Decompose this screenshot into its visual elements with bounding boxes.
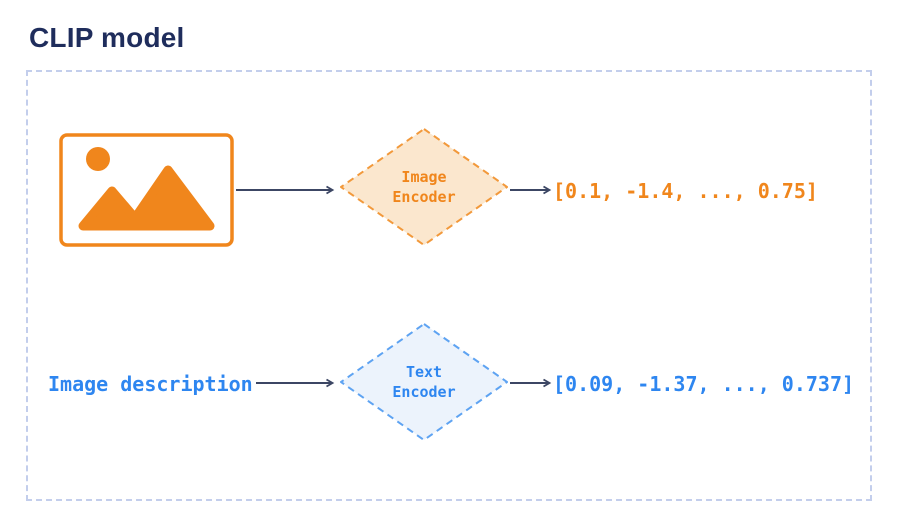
text-encoder-diamond-shape <box>340 323 508 441</box>
page-title: CLIP model <box>29 22 185 53</box>
image-encoder-diamond-shape <box>340 128 508 246</box>
image-encoder-label: Image Encoder <box>392 167 456 206</box>
diagram-frame <box>26 70 872 501</box>
image-description-input-label: Image description <box>48 372 253 396</box>
image-encoder-node: Image Encoder <box>339 127 509 247</box>
image-icon <box>59 133 234 247</box>
image-embedding-vector: [0.1, -1.4, ..., 0.75] <box>553 179 818 203</box>
text-encoder-label: Text Encoder <box>392 362 456 401</box>
text-embedding-vector: [0.09, -1.37, ..., 0.737] <box>553 372 855 396</box>
text-encoder-node: Text Encoder <box>339 322 509 442</box>
